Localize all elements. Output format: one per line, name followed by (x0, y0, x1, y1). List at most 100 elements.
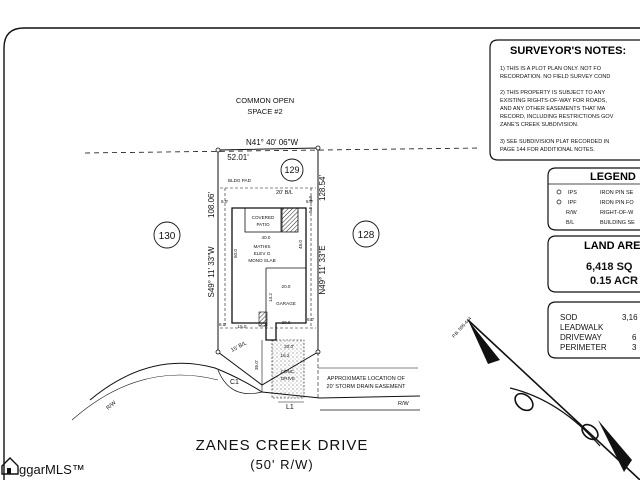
north-arrow-label: P.B. 555-444 (451, 316, 473, 339)
legend-desc-ipf: IRON PIN FO (600, 200, 634, 206)
house-elevation-label: ELEV G (254, 251, 271, 256)
dim-6-lower-right: 6.0' (307, 317, 314, 322)
right-of-way-curve (89, 362, 421, 401)
garage-label: GARAGE (276, 301, 296, 306)
rear-distance: 52.01' (227, 153, 249, 162)
note-line-1: 1) THIS IS A PLOT PLAN ONLY. NOT FO (500, 66, 602, 72)
legend-desc-bl: BUILDING SE (600, 220, 635, 226)
road-right-of-way: (50' R/W) (250, 457, 313, 472)
house-slab-label: MONO SLAB (248, 258, 275, 263)
left-distance: 108.06' (207, 192, 216, 218)
dim-14-2: 14.2 (268, 293, 273, 302)
rear-setback-label: 20' B/L (276, 190, 293, 196)
note-line-8: 3) SEE SUBDIVISION PLAT RECORDED IN (500, 139, 609, 145)
lot-129-number: 129 (284, 165, 299, 175)
covered-patio-label-2: PATIO (256, 222, 270, 227)
lot-128-number: 128 (358, 230, 375, 241)
c1-label: C1 (230, 379, 239, 386)
right-distance: 128.54' (318, 175, 327, 201)
land-area-sqft: 6,418 SQ (586, 261, 633, 273)
easement-label-2: 20' STORM DRAIN EASEMENT (327, 384, 407, 390)
road-curve-inner (71, 374, 219, 421)
legend-desc-ips: IRON PIN SE (600, 190, 634, 196)
quantity-value-perimeter: 3 (632, 343, 637, 352)
right-bearing: N49° 11' 33"E (318, 245, 327, 294)
legend-code-ips: IPS (568, 190, 577, 196)
legend-code-bl: B/L (566, 220, 574, 226)
quantity-label-leadwalk: LEADWALK (560, 323, 604, 332)
entry-hatch (258, 311, 268, 327)
covered-patio (244, 207, 282, 233)
quantity-label-sod: SOD (560, 313, 578, 322)
dim-20-lower: 20.0 (282, 320, 291, 325)
house-logo-icon (1, 457, 19, 475)
sheet-border (3, 27, 640, 480)
lot-130-number: 130 (159, 231, 176, 242)
legend-box (547, 167, 640, 231)
dim-20-drive: 20.0' (284, 344, 294, 349)
north-arrow-icon (467, 319, 640, 480)
dim-50: 50.0 (233, 249, 238, 258)
lot-130-circle (153, 221, 181, 249)
corner-pin-sw (215, 349, 221, 355)
road-name: ZANES CREEK DRIVE (196, 437, 369, 454)
house-model-label: MATHIS (253, 244, 270, 249)
dim-48: 48.0 (298, 240, 303, 249)
note-line-4: EXISTING RIGHTS-OF-WAY FOR ROADS, (500, 98, 607, 104)
corner-pin-ne (315, 145, 321, 151)
c1-curve (217, 369, 263, 394)
rear-bearing: N41° 40' 06"W (246, 138, 298, 147)
dim-5-5: 5.5 (308, 206, 313, 213)
dim-6-upper-right: 6.0' (306, 199, 313, 204)
legend-desc-rw: RIGHT-OF-W (600, 210, 634, 216)
note-line-3: 2) THIS PROPERTY IS SUBJECT TO ANY (500, 90, 605, 96)
legend-ipf-symbol (556, 199, 562, 205)
dim-3-6: 3.6 (308, 195, 313, 202)
dim-6-lower-left: 6.0' (219, 322, 226, 327)
easement-label: APPROXIMATE LOCATION OF (327, 376, 405, 382)
legend-title: LEGEND (590, 171, 636, 183)
lot-129-circle (280, 158, 304, 182)
land-area-acres: 0.15 ACR (590, 275, 638, 287)
quantity-value-sod: 3,16 (622, 313, 638, 322)
dim-40: 40.0 (262, 235, 271, 240)
l1-label: L1 (286, 404, 294, 411)
common-open-space-label: SPACE #2 (247, 107, 282, 116)
note-line-2: RECORDATION. NO FIELD SURVEY COND (500, 74, 610, 80)
surveyor-notes-title: SURVEYOR'S NOTES: (510, 45, 626, 57)
dim-16-2: 16.2 (281, 353, 290, 358)
rw-right-label: R/W (398, 401, 410, 407)
quantities-box (547, 301, 640, 359)
concrete-drive (271, 339, 305, 399)
mls-watermark: ggarMLS™ (19, 462, 85, 477)
legend-code-rw: R/W (566, 210, 578, 216)
corner-pin-nw (215, 147, 221, 153)
common-open-label: COMMON OPEN (236, 96, 294, 105)
rear-dashed-line (84, 147, 481, 154)
rw-left-label: R/W (105, 400, 118, 412)
concrete-drive-label-2: DRIVE (281, 376, 295, 381)
land-area-box (547, 235, 640, 293)
front-setback-label: 15' B/L (230, 341, 248, 354)
left-bearing: S49° 11' 33"W (207, 246, 216, 297)
dim-15: 15.0 (238, 324, 247, 329)
note-line-9: PAGE 144 FOR ADDITIONAL NOTES. (500, 147, 595, 153)
quantity-value-driveway: 6 (632, 333, 637, 342)
dim-35: 35.0' (254, 360, 259, 370)
lot-128-circle (352, 220, 380, 248)
land-area-title: LAND ARE (584, 240, 640, 252)
legend-code-ipf: IPF (568, 200, 577, 206)
note-line-5: AND ANY OTHER EASEMENTS THAT MA (500, 106, 606, 112)
note-line-6: RECORD, INCLUDING RESTRICTIONS GOV (500, 114, 614, 120)
quantity-label-perimeter: PERIMETER (560, 343, 607, 352)
bldg-pad-label: BLDG PAD (228, 178, 252, 183)
legend-ips-symbol (556, 189, 562, 195)
patio-hatch (281, 207, 299, 233)
dim-20-upper: 20.0 (282, 284, 291, 289)
covered-patio-label: COVERED (252, 215, 275, 220)
quantity-label-driveway: DRIVEWAY (560, 333, 602, 342)
dim-6-upper-left: 6.0' (221, 199, 228, 204)
note-line-7: ZANE'S CREEK SUBDIVISION. (500, 122, 579, 128)
concrete-drive-label: CONC. (281, 369, 296, 374)
